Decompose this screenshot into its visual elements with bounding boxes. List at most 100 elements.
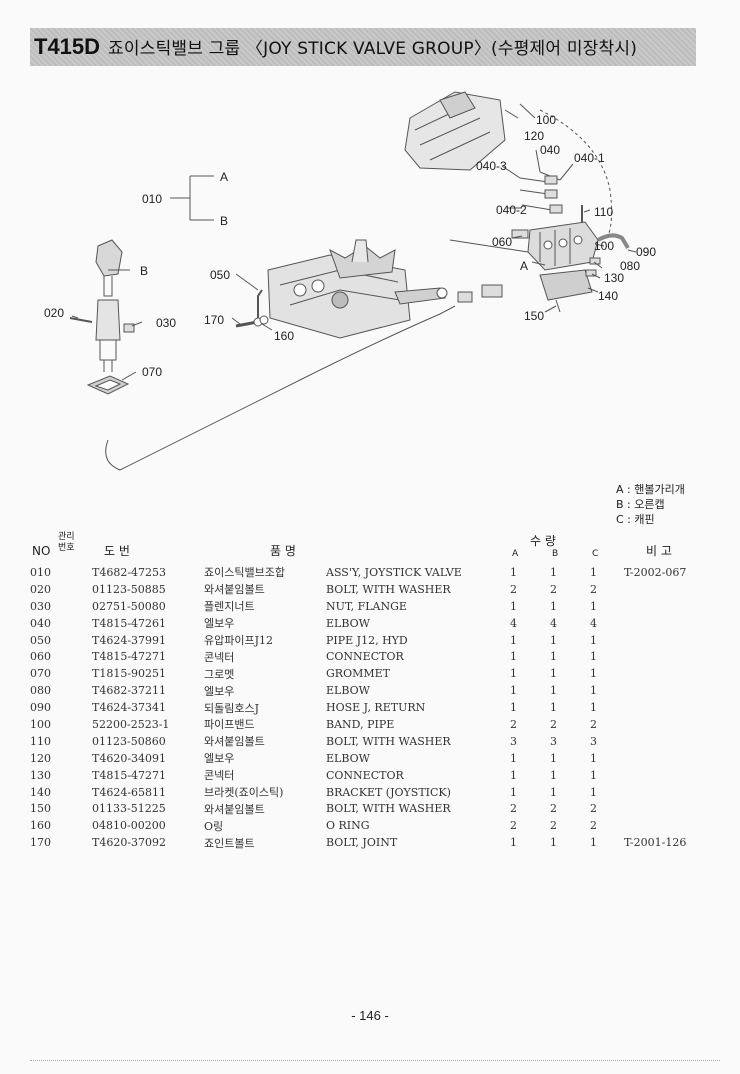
row-qty-c: 1 (590, 701, 597, 715)
legend-item-b: B : 오른캡 (616, 498, 665, 511)
callout-110: 110 (594, 205, 613, 219)
row-drawing-no: T4815-47261 (92, 616, 167, 630)
row-qty-b: 1 (550, 785, 557, 799)
row-qty-a: 1 (510, 667, 517, 681)
row-remarks (624, 682, 704, 699)
row-qty-b: 1 (550, 684, 557, 698)
page-title: T415D 죠이스틱밸브 그룹 〈JOY STICK VALVE GROUP〉(수… (34, 34, 637, 60)
row-no: 020 (30, 582, 51, 596)
row-remarks (624, 817, 704, 834)
row-qty-c: 2 (590, 819, 597, 833)
row-remarks (624, 581, 704, 598)
header-qty-a: A (512, 549, 519, 559)
row-qty-c: 1 (590, 684, 597, 698)
row-part-name-kor: 엘보우 (204, 752, 235, 766)
row-remarks: T-2001-126 (624, 836, 687, 850)
row-part-name-eng: BRACKET (JOYSTICK) (326, 785, 451, 799)
row-no: 040 (30, 616, 51, 630)
row-qty-c: 1 (590, 751, 597, 765)
row-qty-c: 2 (590, 717, 597, 731)
row-remarks (624, 750, 704, 767)
row-drawing-no: T4624-37341 (92, 701, 167, 715)
row-qty-a: 1 (510, 701, 517, 715)
row-qty-a: 1 (510, 599, 517, 613)
row-qty-c: 1 (590, 650, 597, 664)
row-no: 140 (30, 785, 51, 799)
row-qty-a: 1 (510, 751, 517, 765)
header-qty-b: B (552, 549, 559, 559)
row-qty-a: 1 (510, 836, 517, 850)
row-drawing-no: 02751-50080 (92, 599, 166, 613)
row-part-name-kor: 엘보우 (204, 617, 235, 631)
row-part-name-eng: GROMMET (326, 667, 390, 681)
row-qty-c: 1 (590, 768, 597, 782)
row-no: 120 (30, 751, 51, 765)
callout-140: 140 (598, 289, 618, 303)
group-title: 죠이스틱밸브 그룹 〈JOY STICK VALVE GROUP〉(수평제어 미… (108, 39, 638, 59)
row-qty-b: 2 (550, 717, 557, 731)
row-part-name-kor: 콘넥터 (204, 769, 235, 783)
row-qty-c: 1 (590, 633, 597, 647)
row-no: 060 (30, 650, 51, 664)
row-part-name-eng: BOLT, WITH WASHER (326, 802, 451, 816)
row-qty-a: 1 (510, 684, 517, 698)
callout-080: 080 (620, 259, 640, 273)
row-remarks (624, 598, 704, 615)
header-drawing-no: 도 번 (104, 544, 130, 558)
row-part-name-eng: ASS'Y, JOYSTICK VALVE (326, 565, 462, 579)
row-part-name-eng: ELBOW (326, 616, 370, 630)
row-qty-b: 1 (550, 565, 557, 579)
row-no: 070 (30, 667, 51, 681)
row-drawing-no: T4620-37092 (92, 836, 167, 850)
row-part-name-kor: 파이프밴드 (204, 718, 255, 732)
row-part-name-kor: 되돌림호스J (204, 701, 260, 715)
row-qty-a: 1 (510, 565, 517, 579)
row-part-name-kor: 죠이스틱밸브조합 (204, 566, 285, 580)
title-bar (30, 28, 696, 66)
callout-010-a: A (220, 170, 228, 184)
row-drawing-no: 01133-51225 (92, 802, 166, 816)
row-qty-c: 1 (590, 599, 597, 613)
row-part-name-eng: ELBOW (326, 684, 370, 698)
header-no: NO (32, 544, 51, 558)
row-no: 080 (30, 684, 51, 698)
row-qty-c: 2 (590, 802, 597, 816)
row-part-name-eng: BOLT, WITH WASHER (326, 582, 451, 596)
callout-160: 160 (274, 329, 294, 343)
callout-150: 150 (524, 309, 544, 323)
row-qty-c: 1 (590, 565, 597, 579)
callout-120: 120 (524, 129, 544, 143)
row-qty-a: 2 (510, 802, 517, 816)
row-part-name-kor: 브라켓(죠이스틱) (204, 786, 284, 800)
row-drawing-no: 04810-00200 (92, 819, 166, 833)
callout-130: 130 (604, 271, 624, 285)
row-qty-a: 2 (510, 717, 517, 731)
row-drawing-no: T4624-37991 (92, 633, 167, 647)
row-part-name-eng: BOLT, WITH WASHER (326, 734, 451, 748)
row-qty-a: 2 (510, 582, 517, 596)
row-drawing-no: T4620-34091 (92, 751, 167, 765)
row-qty-a: 3 (510, 734, 517, 748)
model-code: T415D (34, 34, 101, 59)
callout-b-knob: B (140, 264, 148, 278)
row-qty-b: 1 (550, 667, 557, 681)
callout-040-3: 040-3 (476, 159, 507, 173)
row-qty-b: 2 (550, 819, 557, 833)
row-part-name-kor: 와셔붙임볼트 (204, 802, 265, 816)
row-qty-c: 4 (590, 616, 597, 630)
header-remarks: 비 고 (646, 544, 672, 558)
row-no: 050 (30, 633, 51, 647)
row-qty-c: 1 (590, 836, 597, 850)
legend-item-c: C : 캐핀 (616, 513, 655, 526)
callout-170: 170 (204, 313, 224, 327)
